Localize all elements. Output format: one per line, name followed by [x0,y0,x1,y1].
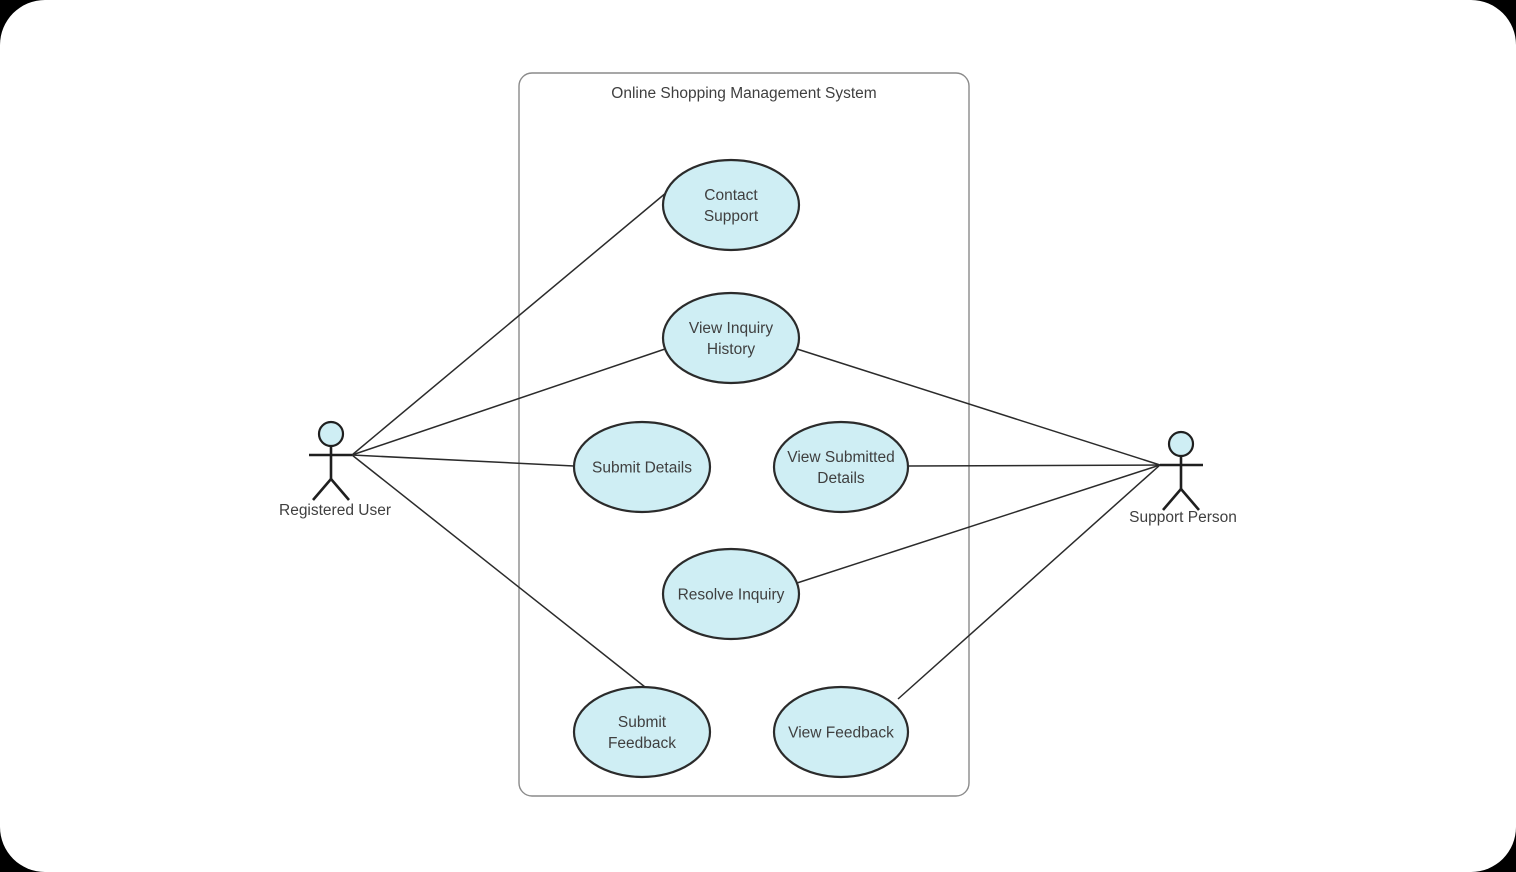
actor-head-icon [317,420,345,448]
association-lines [351,191,1161,700]
use-case-submit-details[interactable]: Submit Details [572,420,712,514]
actor-right-leg-line [330,478,350,501]
use-case-label: Details [817,470,865,487]
actor-right-leg-line [1180,488,1200,511]
use-case-ellipse [661,158,801,252]
use-case-label: History [707,341,755,358]
actor-registered-user-label: Registered User [279,502,391,519]
association-view-feedback--support-person [897,464,1161,700]
use-case-ellipse [661,547,801,641]
actor-left-leg-line [1162,488,1182,511]
association-registered-user--submit-details [351,454,575,467]
actor-left-leg-line [312,478,332,501]
actor-support-person-label: Support Person [1129,509,1237,526]
association-registered-user--submit-feedback [351,454,646,688]
use-case-label: Resolve Inquiry [678,587,785,604]
system-boundary-rect [518,72,970,797]
association-registered-user--view-inquiry-history [351,348,666,456]
use-case-label: View Feedback [788,725,894,742]
use-case-label: Contact [704,187,758,204]
use-case-label: View Submitted [787,449,894,466]
use-case-label: View Inquiry [689,320,773,337]
use-case-label: Submit [618,714,667,731]
system-boundary: Online Shopping Management System [518,72,970,797]
use-case-label: Submit Details [592,460,692,477]
use-case-ellipse [572,685,712,779]
association-registered-user--contact-support [351,191,668,456]
use-case-resolve-inquiry[interactable]: Resolve Inquiry [661,547,801,641]
use-case-view-feedback[interactable]: View Feedback [772,685,910,779]
actor-head-icon [1167,430,1195,458]
system-boundary-title: Online Shopping Management System [611,85,876,102]
use-case-label: Feedback [608,735,676,752]
use-case-label: Support [704,208,759,225]
use-case-ellipse [772,685,910,779]
actor-registered-user[interactable]: Registered User [279,420,391,519]
association-view-inquiry-history--support-person [796,348,1161,466]
use-case-ellipse [661,291,801,385]
use-case-ellipse [572,420,712,514]
association-view-submitted-details--support-person [907,464,1161,467]
association-resolve-inquiry--support-person [796,464,1161,584]
use-case-ellipse [772,420,910,514]
actor-support-person[interactable]: Support Person [1129,430,1237,526]
